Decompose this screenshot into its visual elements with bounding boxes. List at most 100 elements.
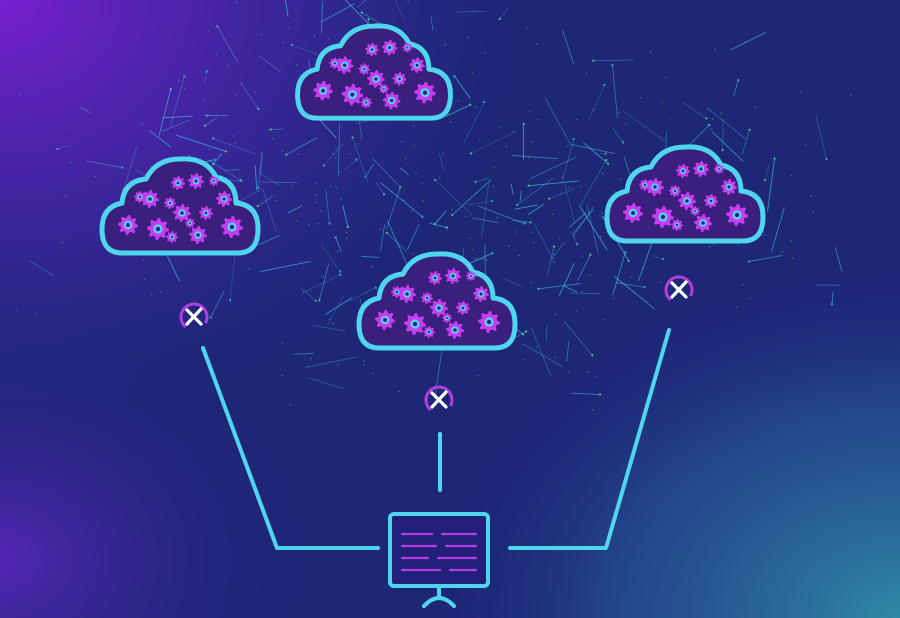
gear-icon bbox=[704, 194, 718, 208]
network-point bbox=[215, 52, 218, 55]
network-point bbox=[514, 231, 517, 233]
network-point bbox=[399, 186, 402, 189]
network-point bbox=[512, 131, 515, 133]
network-point bbox=[515, 203, 519, 207]
network-point bbox=[603, 83, 606, 87]
network-point bbox=[248, 268, 250, 270]
gear-icon bbox=[147, 218, 169, 240]
network-line bbox=[563, 321, 593, 356]
network-line bbox=[85, 160, 123, 169]
network-point bbox=[530, 141, 533, 143]
network-point bbox=[719, 112, 722, 115]
network-point bbox=[275, 199, 277, 202]
network-point bbox=[439, 177, 441, 179]
network-point bbox=[552, 249, 555, 252]
gear-icon bbox=[423, 326, 435, 338]
gear-icon bbox=[690, 206, 700, 216]
network-point bbox=[640, 97, 642, 99]
network-line bbox=[259, 181, 297, 184]
network-line bbox=[653, 255, 664, 260]
network-point bbox=[548, 197, 551, 200]
network-point bbox=[522, 122, 525, 126]
network-point bbox=[552, 253, 555, 256]
network-point bbox=[493, 166, 496, 168]
network-line bbox=[831, 291, 834, 305]
network-point bbox=[271, 137, 274, 140]
network-line bbox=[428, 222, 448, 229]
network-point bbox=[533, 241, 535, 244]
network-line bbox=[434, 179, 473, 216]
gear-icon bbox=[639, 179, 651, 191]
gear-icon bbox=[473, 286, 489, 302]
network-point bbox=[627, 259, 630, 263]
network-point bbox=[295, 63, 298, 66]
network-point bbox=[566, 145, 569, 148]
network-point bbox=[498, 17, 501, 21]
network-point bbox=[234, 93, 237, 96]
network-line bbox=[259, 261, 311, 273]
network-line bbox=[284, 0, 289, 17]
network-point bbox=[601, 212, 603, 214]
cloud-top bbox=[295, 23, 453, 121]
network-point bbox=[64, 195, 67, 198]
network-line bbox=[711, 131, 744, 162]
network-point bbox=[332, 322, 334, 325]
network-line bbox=[57, 144, 71, 150]
network-line bbox=[530, 156, 577, 180]
network-point bbox=[313, 35, 316, 37]
gear-icon bbox=[414, 81, 436, 104]
network-line bbox=[320, 244, 341, 272]
network-line bbox=[225, 169, 241, 171]
network-line bbox=[207, 159, 242, 181]
network-point bbox=[143, 278, 146, 281]
network-line bbox=[304, 274, 341, 293]
network-line bbox=[313, 324, 347, 332]
network-point bbox=[34, 312, 37, 315]
network-point bbox=[314, 299, 317, 303]
network-line bbox=[477, 205, 525, 224]
network-point bbox=[800, 90, 802, 93]
network-point bbox=[346, 225, 350, 229]
network-point bbox=[624, 251, 627, 254]
network-point bbox=[572, 138, 575, 141]
gear-icon bbox=[188, 173, 204, 189]
network-line bbox=[519, 190, 522, 201]
network-line bbox=[463, 101, 485, 143]
network-point bbox=[708, 245, 711, 248]
network-point bbox=[188, 154, 191, 157]
network-point bbox=[337, 175, 340, 177]
network-point bbox=[433, 178, 437, 182]
network-line bbox=[770, 207, 785, 252]
network-line bbox=[512, 219, 531, 223]
network-line bbox=[375, 181, 385, 195]
network-point bbox=[592, 59, 595, 62]
network-line bbox=[563, 285, 578, 293]
network-point bbox=[183, 75, 186, 78]
network-point bbox=[257, 186, 260, 189]
network-point bbox=[212, 162, 215, 166]
network-line bbox=[502, 277, 523, 288]
network-line bbox=[566, 341, 570, 362]
network-point bbox=[178, 79, 180, 82]
network-point bbox=[554, 313, 557, 316]
network-point bbox=[630, 276, 632, 279]
network-point bbox=[790, 174, 793, 177]
network-point bbox=[505, 145, 508, 148]
gear-icon bbox=[378, 83, 389, 94]
network-line bbox=[767, 158, 776, 212]
gear-icon bbox=[693, 161, 709, 177]
network-point bbox=[209, 316, 212, 319]
network-point bbox=[524, 330, 528, 333]
network-line bbox=[530, 326, 552, 377]
cloud-right bbox=[604, 144, 766, 244]
network-line bbox=[262, 188, 277, 232]
network-point bbox=[202, 99, 205, 102]
network-point bbox=[536, 43, 538, 45]
network-point bbox=[257, 107, 260, 111]
network-point bbox=[523, 222, 526, 225]
network-point bbox=[372, 372, 374, 375]
network-point bbox=[483, 100, 486, 104]
network-point bbox=[229, 298, 232, 302]
network-point bbox=[711, 118, 714, 120]
